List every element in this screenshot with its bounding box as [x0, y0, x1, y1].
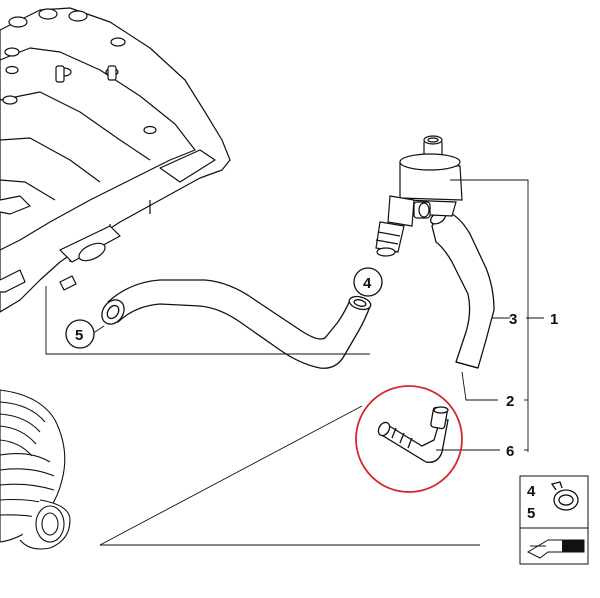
callout-1-label: 1 [550, 311, 558, 328]
intake-manifold [0, 7, 231, 313]
air-duct-bellows [0, 389, 71, 550]
callout-5-label: 5 [75, 327, 83, 344]
callout-5: 5 [65, 319, 95, 349]
callout-3-label: 3 [509, 311, 517, 328]
callout-4-label: 4 [363, 275, 372, 292]
leader-lines [45, 179, 544, 546]
callout-2: 2 [506, 393, 514, 410]
legend-item-5: 5 [527, 505, 535, 522]
arrow-reference-icon [526, 539, 585, 559]
hose-5 [101, 279, 372, 369]
legend-item-4: 4 [527, 483, 536, 500]
callout-2-label: 2 [506, 393, 514, 410]
callout-3: 3 [509, 311, 517, 328]
crankcase-valve [375, 135, 463, 257]
callout-6-label: 6 [506, 443, 514, 460]
callout-6: 6 [506, 443, 514, 460]
legend-box: 4 5 [519, 475, 589, 565]
callout-4: 4 [353, 267, 383, 297]
highlight-circle [355, 385, 463, 493]
hose-clamp-icon [550, 481, 579, 511]
callout-1: 1 [550, 311, 558, 328]
elbow-6 [377, 406, 449, 463]
hose-3 [429, 211, 495, 369]
